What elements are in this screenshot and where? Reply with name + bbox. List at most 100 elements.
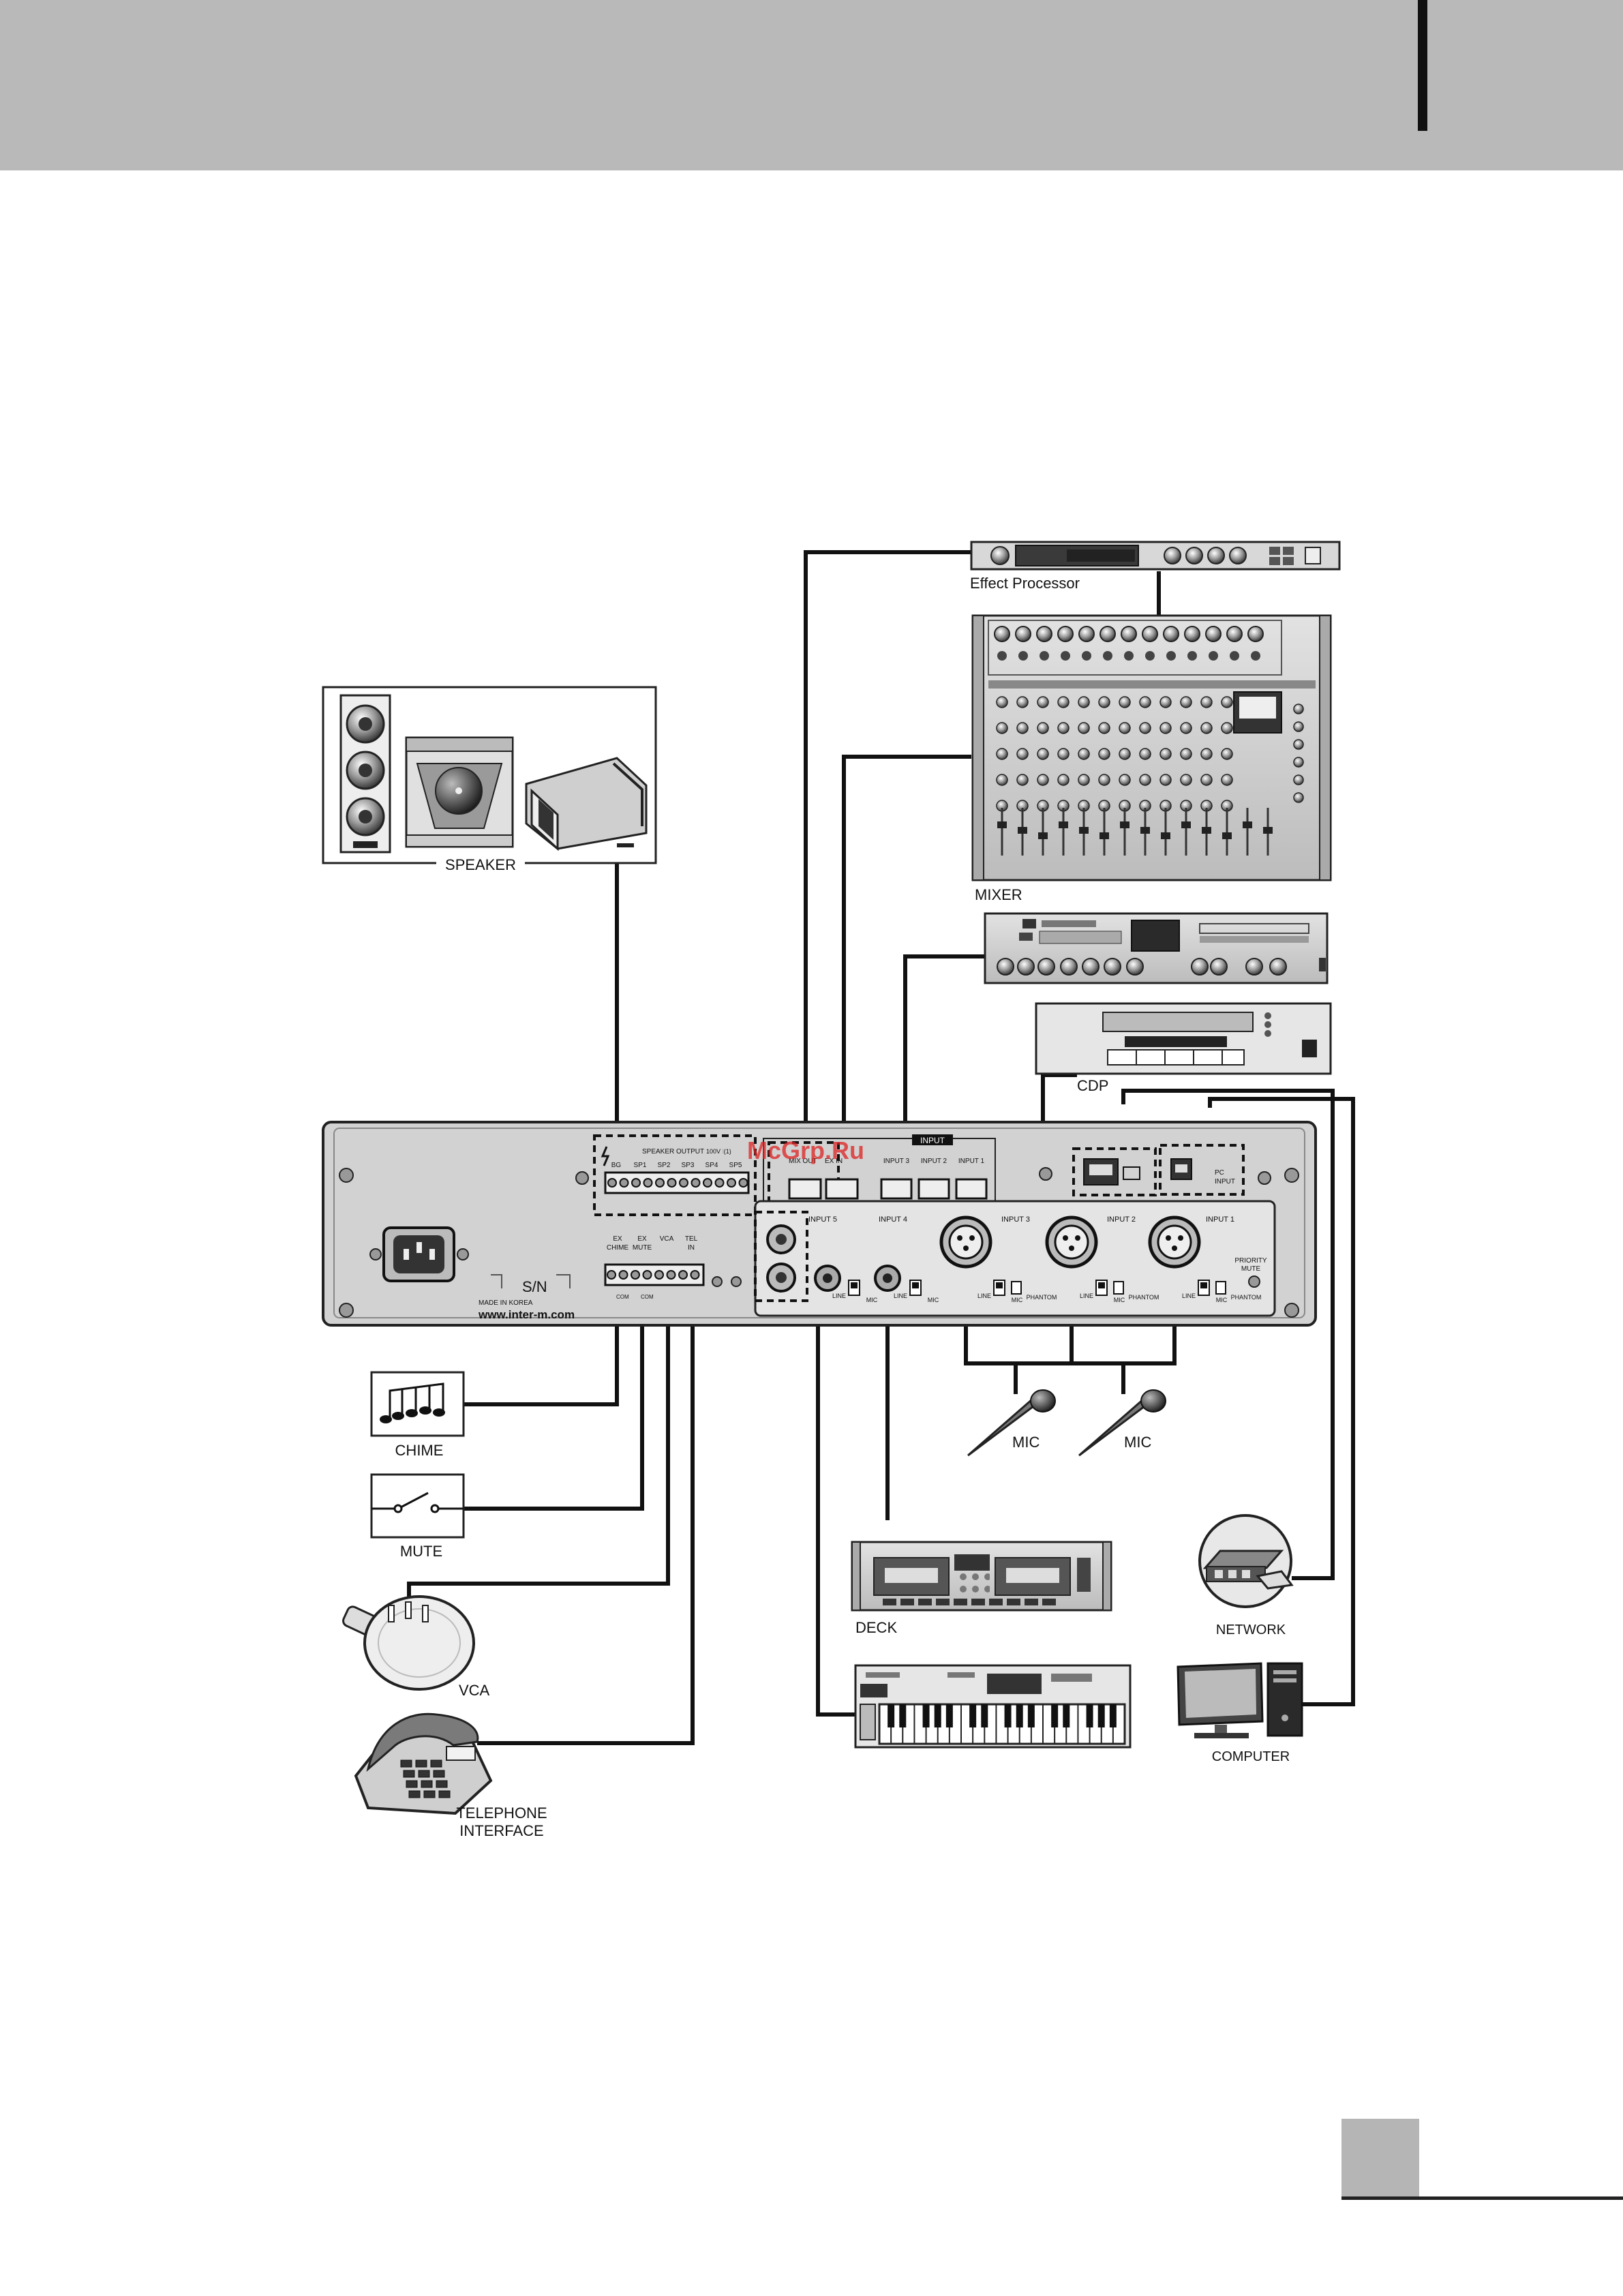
page-number-tab bbox=[1341, 2119, 1419, 2198]
player-knob bbox=[1126, 958, 1144, 976]
mixer-knob bbox=[1200, 748, 1213, 760]
mixer-knob bbox=[1037, 696, 1049, 708]
mixer-master-knob bbox=[1293, 792, 1304, 803]
player-knob bbox=[1210, 958, 1228, 976]
xlr-inner bbox=[948, 1224, 984, 1260]
mixer-master-knob bbox=[1293, 739, 1304, 750]
xlr-pin bbox=[1075, 1235, 1080, 1241]
black-key bbox=[1063, 1704, 1070, 1727]
player-knob bbox=[1017, 958, 1035, 976]
wire-mixer bbox=[842, 755, 971, 1183]
terminal-screw bbox=[667, 1178, 677, 1188]
mixer-top-knobs bbox=[994, 626, 1264, 661]
mixer-knob bbox=[1016, 774, 1029, 786]
mixer-knob bbox=[996, 722, 1008, 734]
keyboard-synth bbox=[854, 1664, 1132, 1749]
mixer-top-button bbox=[1061, 651, 1070, 661]
mixer-knob bbox=[1119, 722, 1131, 734]
mixer-top-button bbox=[1018, 651, 1028, 661]
phantom-label: PHANTOM bbox=[1231, 1294, 1262, 1301]
deck-button bbox=[1042, 1599, 1056, 1605]
switch-mic-label: MIC bbox=[1012, 1297, 1023, 1303]
terminal-screw bbox=[714, 1178, 725, 1188]
mixer-knob bbox=[1200, 696, 1213, 708]
control-terminal-label: EX bbox=[613, 1235, 622, 1243]
switch-mic-label: MIC bbox=[1114, 1297, 1125, 1303]
mixer-knob bbox=[1057, 696, 1070, 708]
terminal-screw bbox=[631, 1178, 641, 1188]
control-terminal-screws bbox=[607, 1270, 700, 1280]
mixer-label: MIXER bbox=[975, 886, 1022, 903]
mixer-top-button bbox=[1187, 651, 1197, 661]
mixer-top-knob bbox=[1121, 626, 1137, 642]
deck-button bbox=[936, 1599, 950, 1605]
keyboard-black-keys bbox=[888, 1704, 1117, 1727]
speaker-terminal-label: SP2 bbox=[658, 1162, 671, 1169]
phone-key bbox=[400, 1759, 412, 1768]
mixer-knob bbox=[1037, 774, 1049, 786]
mixer-top-button bbox=[997, 651, 1007, 661]
wire-computer bbox=[1208, 1097, 1355, 1706]
telephone-interface: TELEPHONE INTERFACE bbox=[354, 1712, 547, 1839]
xlr-pin bbox=[1172, 1245, 1177, 1251]
mixer-top-knob bbox=[1142, 626, 1158, 642]
mixer-knob bbox=[1139, 774, 1151, 786]
speaker-terminal-screws bbox=[607, 1178, 748, 1188]
mixer-fader-cap bbox=[1079, 827, 1089, 834]
mixer-knob bbox=[1200, 722, 1213, 734]
black-key bbox=[969, 1704, 977, 1727]
terminal-screw bbox=[618, 1270, 628, 1280]
pc-input-label-2: INPUT bbox=[1215, 1178, 1235, 1185]
xlr-pin bbox=[1166, 1235, 1171, 1241]
mixer-knob bbox=[1159, 748, 1172, 760]
rear-input-terminal bbox=[880, 1178, 913, 1200]
mixer-knob bbox=[1016, 748, 1029, 760]
black-key bbox=[888, 1704, 895, 1727]
mixer-top-button bbox=[1209, 651, 1218, 661]
mixer-knob bbox=[1200, 774, 1213, 786]
mixer-fader-cap bbox=[1161, 832, 1170, 839]
front-input-label: INPUT 5 bbox=[808, 1215, 837, 1224]
xlr-pin bbox=[969, 1235, 975, 1241]
switch-line-label: LINE bbox=[977, 1293, 991, 1299]
watermark-text: McGrp.Ru bbox=[747, 1136, 864, 1164]
speaker-terminal-label: SP3 bbox=[682, 1162, 695, 1169]
terminal-screw bbox=[642, 1270, 652, 1280]
mixer-top-knob bbox=[1015, 626, 1031, 642]
phantom-label: PHANTOM bbox=[1027, 1294, 1057, 1301]
mixer-master-knob bbox=[1293, 757, 1304, 768]
terminal-screw bbox=[607, 1270, 616, 1280]
terminal-screw bbox=[631, 1270, 640, 1280]
mixer-knob bbox=[1078, 696, 1090, 708]
telephone-label-1: TELEPHONE bbox=[456, 1804, 547, 1822]
terminal-screw bbox=[703, 1178, 712, 1188]
mixer-knob bbox=[1221, 748, 1233, 760]
rear-input-terminal bbox=[917, 1178, 950, 1200]
mix-out-label: MIX OUT bbox=[789, 1158, 817, 1165]
mixer-knob bbox=[1119, 748, 1131, 760]
mixer-top-button bbox=[1040, 651, 1049, 661]
mixer-top-knob bbox=[994, 626, 1010, 642]
switch-line-label: LINE bbox=[832, 1293, 846, 1299]
mixer-top-knob bbox=[1247, 626, 1264, 642]
mixer-knob bbox=[1180, 748, 1192, 760]
mixer-knob bbox=[1119, 774, 1131, 786]
rear-input-label: INPUT 2 bbox=[921, 1158, 947, 1165]
phone-key bbox=[408, 1790, 421, 1798]
mixer-master-knob bbox=[1293, 721, 1304, 732]
black-key bbox=[1004, 1704, 1012, 1727]
deck-button bbox=[900, 1599, 914, 1605]
mixer-knob bbox=[1057, 748, 1070, 760]
mixer-knob bbox=[996, 774, 1008, 786]
switch-toggle bbox=[1098, 1282, 1105, 1288]
computer-label: COMPUTER bbox=[1212, 1749, 1290, 1764]
effect-processor: Effect Processor bbox=[970, 541, 1341, 592]
phantom-switch bbox=[1113, 1281, 1124, 1295]
terminal-screw bbox=[678, 1270, 688, 1280]
wires bbox=[407, 550, 1355, 1745]
wire-chime bbox=[464, 1303, 619, 1406]
